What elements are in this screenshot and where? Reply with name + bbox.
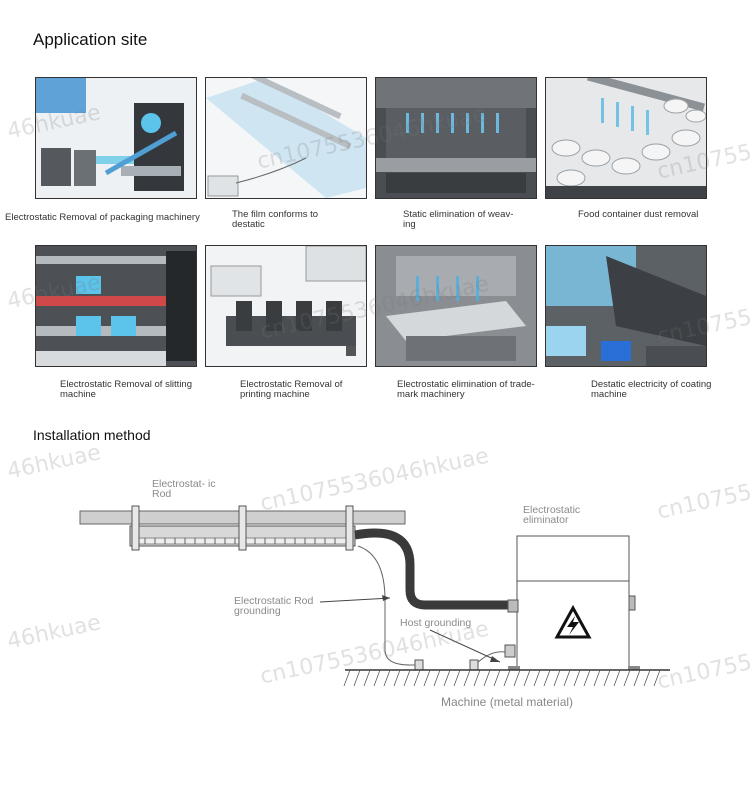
installation-diagram (79, 505, 670, 687)
eliminator-ground-terminal (504, 644, 516, 658)
packaging-machine-illustration (36, 78, 196, 198)
machine-hatching (343, 669, 661, 687)
caption-slitting: Electrostatic Removal of slitting machin… (60, 379, 192, 400)
high-voltage-cable (354, 528, 508, 610)
rod-bracket-left (131, 505, 140, 551)
ground-terminal-host (469, 659, 479, 671)
trademark-machinery-image (375, 245, 537, 367)
rod-grounding-label: Electrostatic Rod grounding (234, 595, 314, 617)
weaving-image (375, 77, 537, 199)
installation-method-title: Installation method (33, 427, 151, 443)
application-site-title: Application site (33, 30, 148, 49)
slitting-machine-illustration (36, 246, 196, 366)
caption-printing: Electrostatic Removal of printing machin… (240, 379, 343, 400)
trademark-machinery-illustration (376, 246, 536, 366)
caption-coating: Destatic electricity of coating machine (591, 379, 712, 400)
rod-emitter-pins (144, 538, 336, 544)
caption-packaging: Electrostatic Removal of packaging machi… (5, 212, 200, 223)
rod-bracket-middle (238, 505, 247, 551)
eliminator-foot-left (508, 666, 520, 670)
weaving-illustration (376, 78, 536, 198)
caption-food-container: Food container dust removal (578, 209, 699, 220)
food-container-image (545, 77, 707, 199)
eliminator-connector (507, 599, 519, 613)
eliminator-foot-right (628, 666, 640, 670)
rod-label: Electrostat- ic Rod (152, 478, 216, 500)
host-grounding-arrow (429, 629, 501, 663)
eliminator-top (516, 535, 630, 582)
film-destatic-image (205, 77, 367, 199)
rod-bracket-right (345, 505, 354, 551)
rod-grounding-wire (357, 545, 418, 666)
food-container-illustration (546, 78, 706, 198)
packaging-machinery-image (35, 77, 197, 199)
printing-machine-image (205, 245, 367, 367)
slitting-machine-image (35, 245, 197, 367)
machine-label: Machine (metal material) (441, 695, 574, 709)
eliminator-side-plug (628, 595, 636, 611)
host-grounding-label: Host grounding (400, 617, 472, 629)
eliminator-label: Electrostatic eliminator (523, 504, 581, 526)
caption-trademark: Electrostatic elimination of trade- mark… (397, 379, 535, 400)
coating-machine-illustration (546, 246, 706, 366)
printing-machine-illustration (206, 246, 366, 366)
rod-grounding-arrow (319, 597, 391, 603)
caption-weaving: Static elimination of weav- ing (403, 209, 514, 230)
caption-film: The film conforms to destatic (232, 209, 319, 230)
coating-machine-image (545, 245, 707, 367)
high-voltage-warning-icon (554, 604, 592, 639)
ground-terminal-rod (414, 659, 424, 671)
host-grounding-wire (474, 651, 506, 666)
film-illustration (206, 78, 366, 198)
